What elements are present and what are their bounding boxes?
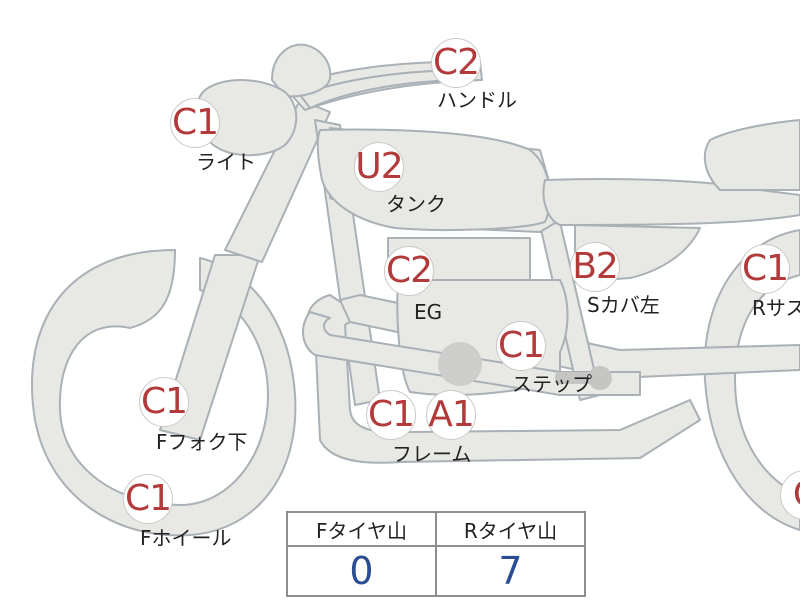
handle-grade-badge[interactable]: C2 [431, 38, 481, 88]
handle-label: ハンドル [437, 88, 517, 112]
tail-shape [703, 119, 800, 191]
side-cover-left-grade-badge[interactable]: B2 [570, 242, 620, 292]
front-tire-value: 0 [286, 545, 437, 597]
rear-suspension-grade-badge[interactable]: C1 [740, 244, 790, 294]
engine-grade-badge[interactable]: C2 [384, 246, 434, 296]
rear-tire-header: Rタイヤ山 [435, 511, 586, 547]
engine-label: EG [414, 300, 443, 324]
light-grade-badge[interactable]: C1 [170, 98, 220, 148]
side-cover-left-label: Sカバ左 [587, 293, 660, 317]
frame-label: フレーム [392, 442, 472, 466]
step-label: ステップ [512, 372, 592, 396]
front-wheel-label: Fホイール [140, 526, 232, 550]
step-grade-badge[interactable]: C1 [496, 321, 546, 371]
front-tire-header: Fタイヤ山 [286, 511, 437, 547]
mirror-shape [271, 43, 332, 98]
rear-tire-value: 7 [435, 545, 586, 597]
frame-grade-badge-2[interactable]: A1 [426, 390, 476, 440]
tank-grade-badge[interactable]: U2 [354, 142, 404, 192]
fork-upper-shape [224, 99, 331, 263]
tank-label: タンク [386, 192, 446, 216]
engine-cover-circle [438, 342, 482, 386]
front-fork-lower-grade-badge[interactable]: C1 [139, 377, 189, 427]
front-wheel-grade-badge[interactable]: C1 [123, 474, 173, 524]
frame-grade-badge-1[interactable]: C1 [366, 390, 416, 440]
rear-suspension-label: Rサス [752, 296, 800, 320]
step-bar [555, 372, 605, 384]
light-label: ライト [196, 150, 256, 174]
front-fork-lower-label: Fフォク下 [156, 430, 248, 454]
tire-tread-table: Fタイヤ山 Rタイヤ山 0 7 [286, 511, 586, 597]
